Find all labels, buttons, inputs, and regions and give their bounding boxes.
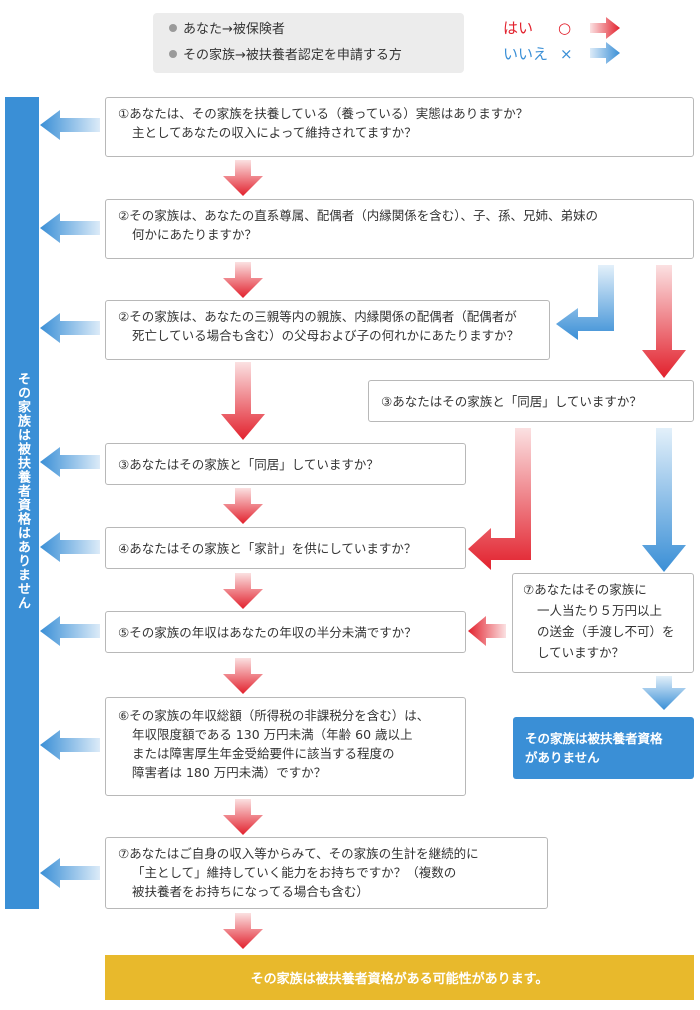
legend-family: その家族→被扶養者認定を申請する方 xyxy=(169,48,402,64)
question-3-right-line-1: ③あなたはその家族と「同居」していますか？ xyxy=(381,394,642,409)
question-3-right: ③あなたはその家族と「同居」していますか？ xyxy=(368,380,694,422)
no-arrow-q7right-to-result xyxy=(642,676,686,710)
question-7-right: ⑦あなたはその家族に 一人当たり５万円以上 の送金（手渡し不可）を していますか… xyxy=(512,573,694,673)
question-6-line-1: ⑥その家族の年収総額（所得税の非課税分を含む）は、 xyxy=(118,708,430,723)
legend-yes-arrow-icon xyxy=(590,17,620,39)
question-7-line-2: 「主として」維持していく能力をお持ちですか？（複数の xyxy=(132,865,457,880)
legend-yes-label: はい xyxy=(503,19,534,37)
yes-arrow-q2a-to-q3right xyxy=(642,265,686,378)
question-7-line-1: ⑦あなたはご自身の収入等からみて、その家族の生計を継続的に xyxy=(118,846,479,861)
no-arrow-q2a xyxy=(40,213,100,243)
no-arrow-q6 xyxy=(40,730,100,760)
question-4-line-1: ④あなたはその家族と「家計」を供にしていますか？ xyxy=(118,541,417,556)
yes-arrow-q1-q2a xyxy=(223,160,263,196)
question-6-line-3: または障害厚生年金受給要件に該当する程度の xyxy=(132,746,395,761)
question-5: ⑤その家族の年収はあなたの年収の半分未満ですか？ xyxy=(105,611,466,653)
no-arrow-q3right-to-q7right xyxy=(642,428,686,572)
question-7: ⑦あなたはご自身の収入等からみて、その家族の生計を継続的に 「主として」維持して… xyxy=(105,837,548,909)
question-7-line-3: 被扶養者をお持ちになってる場合も含む） xyxy=(132,884,369,899)
question-3: ③あなたはその家族と「同居」していますか？ xyxy=(105,443,466,485)
not-eligible-bar: その家族は被扶養者資格はありません xyxy=(5,97,39,909)
legend-box: あなた→被保険者 その家族→被扶養者認定を申請する方 xyxy=(153,13,464,73)
yes-arrow-q7-result xyxy=(223,913,263,949)
question-5-line-1: ⑤その家族の年収はあなたの年収の半分未満ですか？ xyxy=(118,625,417,640)
bullet-icon xyxy=(169,24,177,32)
yes-arrow-q4-q5 xyxy=(223,573,263,609)
question-7-right-line-2: 一人当たり５万円以上 xyxy=(537,603,663,618)
not-eligible-result-line-1: その家族は被扶養者資格 xyxy=(525,731,663,746)
no-arrow-q4 xyxy=(40,532,100,562)
question-2b-line-2: 死亡している場合も含む）の父母および子の何れかにあたりますか？ xyxy=(132,328,520,343)
yes-arrow-q6-q7 xyxy=(223,799,263,835)
bullet-icon xyxy=(169,50,177,58)
no-arrow-q7 xyxy=(40,858,100,888)
question-2a: ②その家族は、あなたの直系尊属、配偶者（内縁関係を含む）、子、孫、兄姉、弟妹の … xyxy=(105,199,694,259)
question-1-line-2: 主としてあなたの収入によって維持されてますか？ xyxy=(132,125,417,140)
question-4: ④あなたはその家族と「家計」を供にしていますか？ xyxy=(105,527,466,569)
no-arrow-q2a-to-q2b xyxy=(556,265,614,340)
legend-no-label: いいえ xyxy=(503,45,549,63)
yes-arrow-q3-q4 xyxy=(223,488,263,524)
question-6-line-2: 年収限度額である 130 万円未満（年齢 60 歳以上 xyxy=(132,727,413,742)
question-3-line-1: ③あなたはその家族と「同居」していますか？ xyxy=(118,457,379,472)
legend-no-mark: × xyxy=(560,45,573,63)
question-7-right-line-3: の送金（手渡し不可）を xyxy=(537,624,675,639)
no-arrow-q5 xyxy=(40,616,100,646)
yes-arrow-q2b-q3 xyxy=(221,362,265,440)
question-2a-line-1: ②その家族は、あなたの直系尊属、配偶者（内縁関係を含む）、子、孫、兄姉、弟妹の xyxy=(118,208,598,223)
no-arrow-q3 xyxy=(40,447,100,477)
legend-no-arrow-icon xyxy=(590,42,620,64)
eligible-result: その家族は被扶養者資格がある可能性があります。 xyxy=(105,955,694,1000)
question-2a-line-2: 何かにあたりますか？ xyxy=(132,227,258,242)
no-arrow-q1 xyxy=(40,110,100,140)
not-eligible-result: その家族は被扶養者資格 がありません xyxy=(513,717,694,779)
not-eligible-result-line-2: がありません xyxy=(525,750,600,765)
not-eligible-text: その家族は被扶養者資格はありません xyxy=(15,372,30,610)
question-2b-line-1: ②その家族は、あなたの三親等内の親族、内縁関係の配偶者（配偶者が xyxy=(118,309,517,324)
question-6-line-4: 障害者は 180 万円未満）ですか？ xyxy=(132,765,327,780)
yes-arrow-q7right-to-q5 xyxy=(468,616,506,646)
question-7-right-line-4: していますか？ xyxy=(537,645,625,660)
legend-you: あなた→被保険者 xyxy=(169,22,285,38)
legend-yes-mark: ○ xyxy=(558,19,572,37)
yes-arrow-q2a-q2b xyxy=(223,262,263,298)
eligible-result-text: その家族は被扶養者資格がある可能性があります。 xyxy=(250,972,549,987)
question-7-right-line-1: ⑦あなたはその家族に xyxy=(523,582,647,597)
question-1: ①あなたは、その家族を扶養している（養っている）実態はありますか？ 主としてあな… xyxy=(105,97,694,157)
no-arrow-q2b xyxy=(40,313,100,343)
question-1-line-1: ①あなたは、その家族を扶養している（養っている）実態はありますか？ xyxy=(118,106,529,121)
question-6: ⑥その家族の年収総額（所得税の非課税分を含む）は、 年収限度額である 130 万… xyxy=(105,697,466,796)
question-2b: ②その家族は、あなたの三親等内の親族、内縁関係の配偶者（配偶者が 死亡している場… xyxy=(105,300,550,360)
yes-arrow-q3right-to-q4 xyxy=(468,428,531,570)
yes-arrow-q5-q6 xyxy=(223,658,263,694)
